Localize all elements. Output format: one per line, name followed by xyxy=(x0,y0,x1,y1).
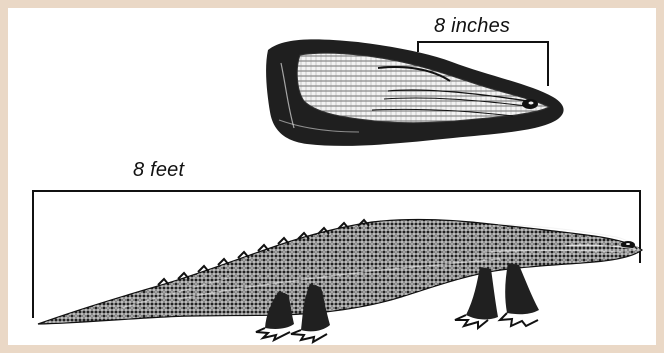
figure-panel: 8 inches 8 feet xyxy=(8,8,656,345)
head-measure-label: 8 inches xyxy=(434,15,510,38)
alligator-head-icon xyxy=(266,39,564,146)
alligator-body-icon xyxy=(38,220,642,342)
body-measure-label: 8 feet xyxy=(133,159,184,182)
alligator-diagram xyxy=(8,8,656,345)
